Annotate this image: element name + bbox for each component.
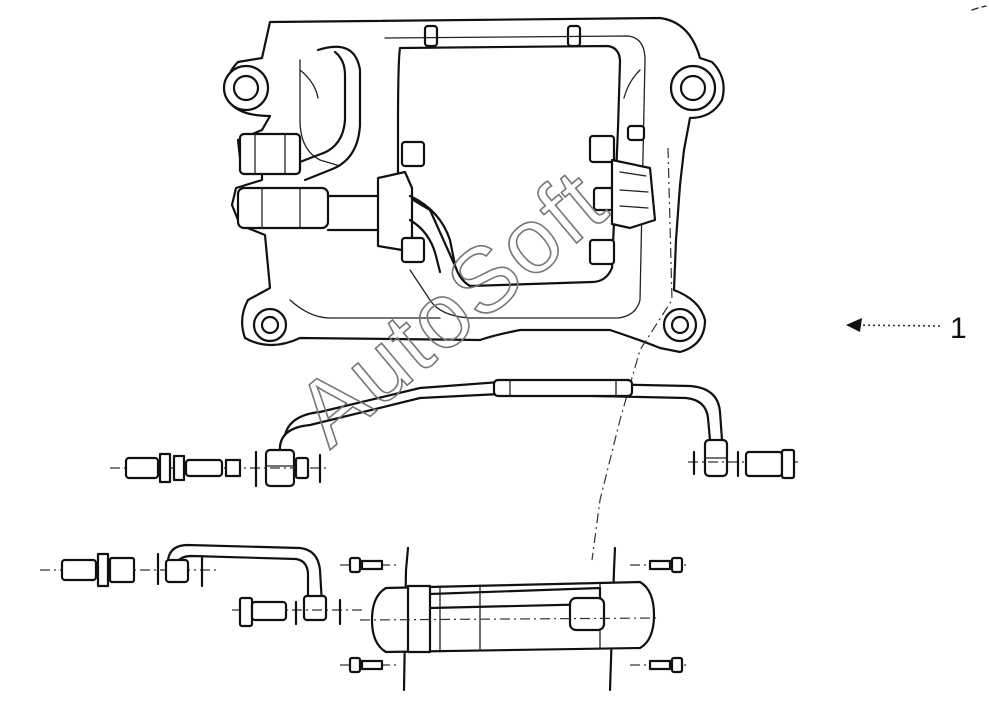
mount-hole-bottom-left — [252, 307, 288, 343]
callout-1: 1 — [846, 312, 967, 345]
frame-connector-upper — [238, 132, 302, 176]
mount-hole-top-right — [669, 64, 717, 112]
fuel-pump-assembly — [340, 546, 690, 692]
corner-mark — [971, 5, 987, 11]
frame-connector-lower — [236, 186, 330, 230]
pump-bolts — [340, 556, 690, 674]
callout-label-1: 1 — [950, 312, 967, 345]
fitting-left-upper — [110, 450, 330, 488]
callout-arrow-icon — [846, 318, 862, 332]
fitting-right-upper — [688, 448, 800, 480]
mount-hole-bottom-right — [662, 307, 698, 343]
hose-assembly-lower — [40, 543, 366, 628]
hose-sleeve — [492, 378, 634, 398]
mounting-frame — [222, 16, 725, 354]
mount-hole-top-left — [222, 64, 270, 112]
